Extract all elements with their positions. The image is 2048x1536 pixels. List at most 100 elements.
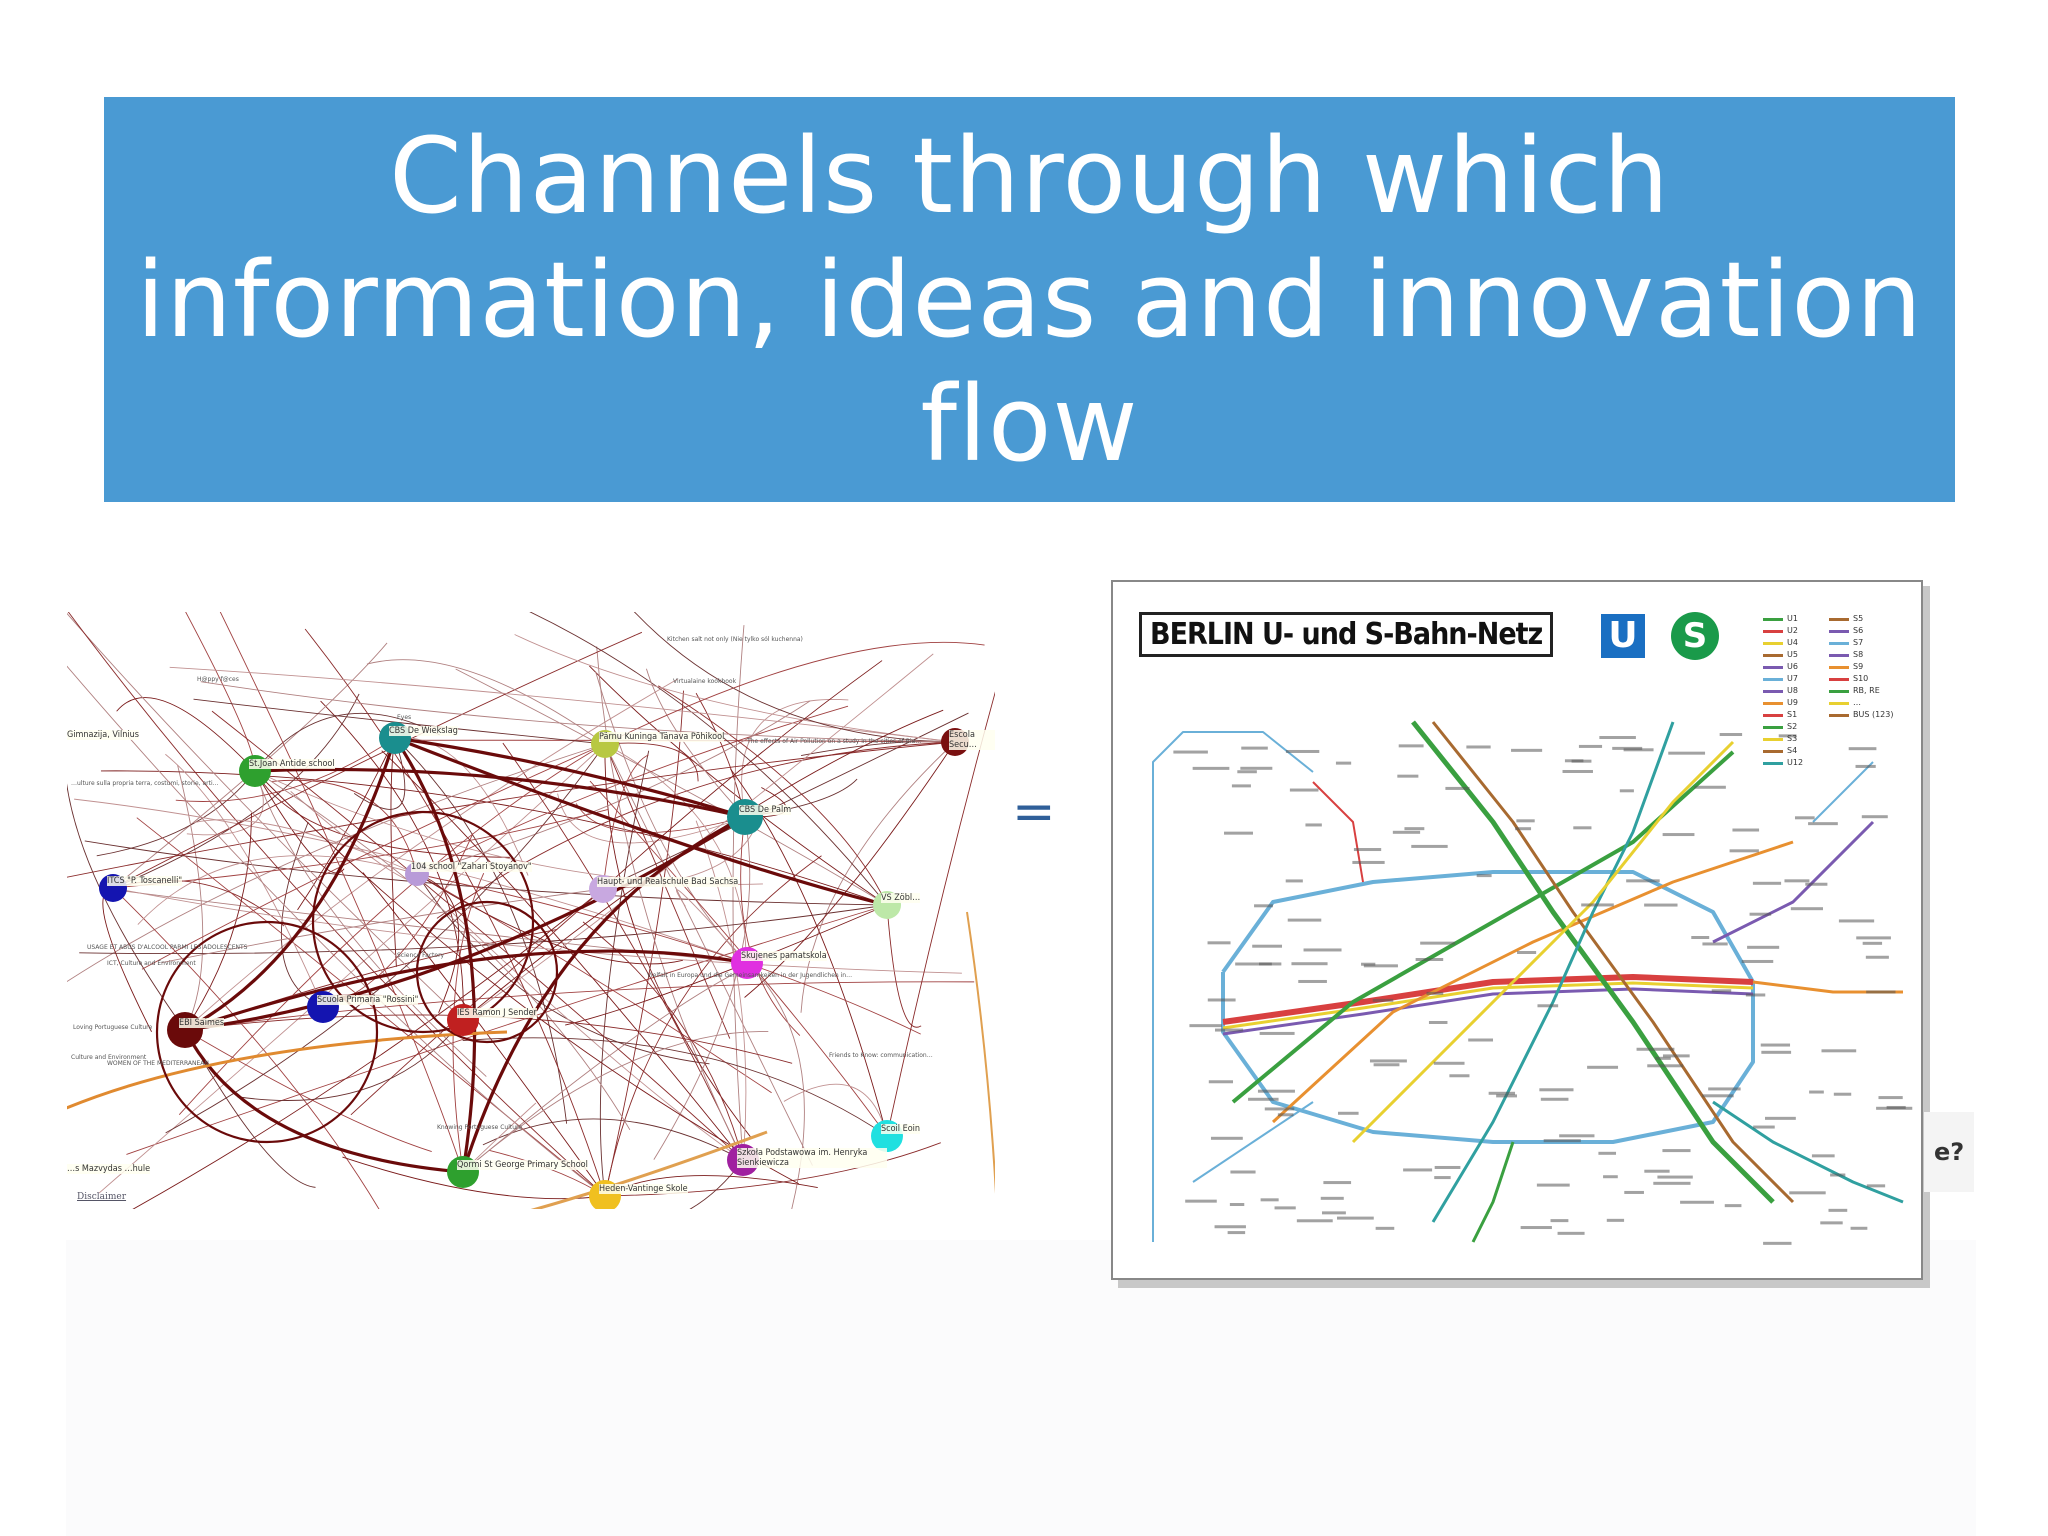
- connection-line: [502, 742, 744, 1161]
- connection-line: [653, 816, 751, 1160]
- network-snippet-text: The effects of Air Pollution on a study …: [747, 738, 922, 745]
- station-label-mark: [1763, 1241, 1792, 1245]
- network-node-label: Scuola Primaria "Rossini": [317, 995, 419, 1005]
- station-label-mark: [1865, 955, 1889, 959]
- station-label-mark: [1285, 879, 1303, 883]
- connection-line: [695, 820, 747, 1161]
- station-label-mark: [1434, 1176, 1451, 1180]
- connection-line: [280, 821, 324, 1008]
- station-label-mark: [1557, 1231, 1585, 1235]
- network-node-label: Pärnu Kuninga Tänava Põhikool: [599, 732, 725, 742]
- connection-line: [177, 764, 204, 1031]
- station-label-mark: [1397, 774, 1419, 778]
- station-label-mark: [1291, 962, 1328, 966]
- legend-swatch: [1829, 714, 1849, 717]
- station-label-mark: [1662, 1149, 1691, 1153]
- station-label-mark: [1516, 819, 1535, 823]
- connection-line: [67, 741, 956, 878]
- network-node-label: EBI Saimes: [179, 1018, 225, 1028]
- network-snippet-text: Kitchen salt not only (Nie tylko sól kuc…: [667, 636, 803, 643]
- station-label-mark: [1866, 990, 1896, 994]
- station-label-mark: [1214, 1028, 1244, 1032]
- station-label-mark: [1830, 1173, 1846, 1177]
- station-label-mark: [1511, 748, 1543, 752]
- station-label-mark: [1476, 874, 1492, 878]
- line-route: [1351, 740, 1735, 1144]
- station-label-mark: [1862, 941, 1883, 945]
- connection-line: [67, 665, 606, 1197]
- station-label-mark: [1189, 1024, 1222, 1028]
- ring-line: [1221, 870, 1755, 1144]
- network-snippet-text: Friends to Know: communication…: [829, 1052, 933, 1059]
- legend-swatch: [1763, 618, 1783, 621]
- connection-line: [565, 904, 888, 1026]
- network-snippet-text: WOMEN OF THE MEDITERRANEAN: [107, 1060, 209, 1067]
- network-node-label: Escola Secu…: [949, 730, 995, 750]
- station-label-mark: [1210, 1136, 1243, 1140]
- connection-line: [184, 981, 975, 1031]
- network-snippet-text: USAGE ET ABUS D'ALCOOL PARMI LES ADOLESC…: [87, 944, 248, 951]
- station-label-mark: [1655, 1056, 1671, 1060]
- connection-line: [178, 743, 606, 1115]
- connection-line: [783, 1083, 888, 1137]
- connection-line: [254, 770, 631, 1131]
- disclaimer-link[interactable]: Disclaimer: [77, 1192, 127, 1202]
- station-label-mark: [1403, 1168, 1433, 1172]
- station-label-mark: [1562, 769, 1593, 773]
- transit-lines: [1152, 720, 1913, 1245]
- legend-label: U5: [1787, 650, 1798, 659]
- legend-swatch: [1829, 702, 1849, 705]
- connection-line: [366, 659, 606, 745]
- connection-line: [416, 873, 460, 1013]
- connection-line: [137, 855, 418, 925]
- legend-label: S7: [1853, 638, 1864, 647]
- station-label-mark: [1248, 1097, 1279, 1101]
- network-node-label: St.Joan Antide school: [249, 759, 335, 769]
- station-label-mark: [1517, 950, 1537, 954]
- legend-label: S5: [1853, 614, 1864, 623]
- station-label-mark: [1550, 1219, 1569, 1223]
- loop-curve: [311, 810, 535, 1034]
- station-label-mark: [1752, 881, 1782, 885]
- connection-line: [116, 697, 256, 772]
- connection-line: [886, 691, 995, 1137]
- station-label-mark: [1449, 1074, 1470, 1078]
- strong-connection-line: [184, 949, 748, 1032]
- network-node-label: …s Mazvydas …hule: [67, 1164, 151, 1174]
- network-node-label: 104 school "Zahari Stoyanov": [411, 862, 532, 872]
- station-label-mark: [1259, 1031, 1295, 1035]
- legend-label: U1: [1787, 614, 1798, 623]
- connection-line: [740, 816, 801, 1036]
- station-label-mark: [1784, 879, 1810, 883]
- station-label-mark: [1264, 1107, 1295, 1111]
- connection-line: [184, 1029, 316, 1188]
- strong-connection-line: [184, 737, 397, 1032]
- title-banner: Channels through which information, idea…: [104, 97, 1955, 502]
- connection-line: [604, 742, 699, 782]
- station-label-mark: [1428, 1020, 1448, 1024]
- station-label-mark: [1303, 948, 1342, 952]
- station-label-mark: [1287, 918, 1322, 922]
- station-label-mark: [1496, 1094, 1517, 1098]
- station-label-mark: [1861, 815, 1888, 819]
- legend-label: U2: [1787, 626, 1798, 635]
- connection-line: [886, 904, 922, 1028]
- station-label-mark: [1536, 1183, 1570, 1187]
- legend-label: U6: [1787, 662, 1798, 671]
- connection-line: [67, 612, 606, 1197]
- station-label-mark: [1702, 942, 1728, 946]
- connection-line: [254, 770, 510, 858]
- line-route: [1222, 981, 1754, 1030]
- connection-line: [165, 753, 324, 1008]
- station-label-mark: [1571, 759, 1592, 763]
- legend-swatch: [1829, 678, 1849, 681]
- connection-line: [529, 612, 888, 906]
- line-route: [1411, 720, 1775, 1204]
- station-label-mark: [1404, 827, 1425, 831]
- station-label-mark: [1369, 1059, 1407, 1063]
- connection-line: [141, 743, 606, 970]
- station-label-mark: [1214, 1225, 1246, 1229]
- station-label-mark: [1760, 1043, 1791, 1047]
- strong-connection-line: [394, 736, 746, 819]
